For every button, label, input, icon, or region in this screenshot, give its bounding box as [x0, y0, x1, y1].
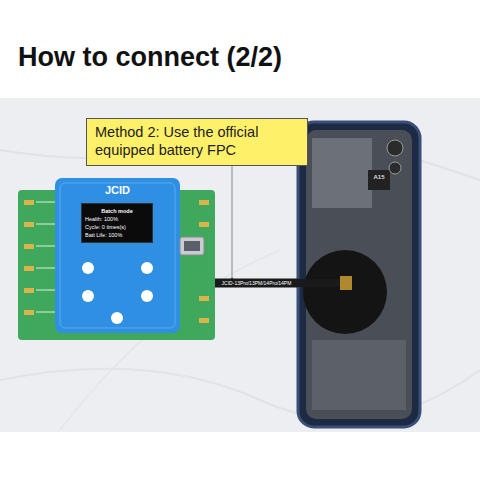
page-title: How to connect (2/2) [18, 42, 282, 73]
node-text: Health: 100% [85, 215, 149, 223]
tester-screen: Batch modeHealth: 100%Cycle: 0 times(s)B… [81, 203, 153, 243]
node-text: A15 [368, 174, 390, 180]
bottom-bracket [312, 340, 406, 410]
node-text: JCID [55, 184, 180, 196]
panel-rim [60, 183, 175, 328]
chip [368, 170, 390, 190]
node-text: Cycle: 0 times(s) [85, 223, 149, 231]
edge-label: JCID-13Pro/13PM/14Pro/14PM [222, 280, 292, 286]
usb-slot [184, 241, 200, 251]
camera [387, 140, 403, 156]
cable-end [298, 279, 346, 287]
jcid-tester: JCID Batch modeHealth: 100%Cycle: 0 times… [18, 178, 215, 340]
blue-panel [55, 178, 180, 333]
logic-board [312, 138, 372, 208]
node-text: Batt Life: 100% [85, 231, 149, 239]
photo-background [0, 98, 480, 432]
panel-buttons [82, 262, 153, 324]
leader-line [232, 166, 233, 279]
leader-dot [231, 278, 234, 281]
camera [389, 162, 401, 174]
node-text: Batch mode [85, 207, 149, 215]
phone-frame [298, 122, 420, 427]
callout-box: Method 2: Use the official equipped batt… [86, 118, 308, 166]
charging-coil [303, 250, 387, 334]
board-traces [36, 202, 55, 312]
fpc-cable [215, 279, 298, 288]
usb-port [180, 237, 204, 255]
phone: A15 [298, 122, 420, 427]
node-text: Method 2: Use the official equipped batt… [95, 123, 299, 159]
cable-connector [340, 276, 352, 290]
